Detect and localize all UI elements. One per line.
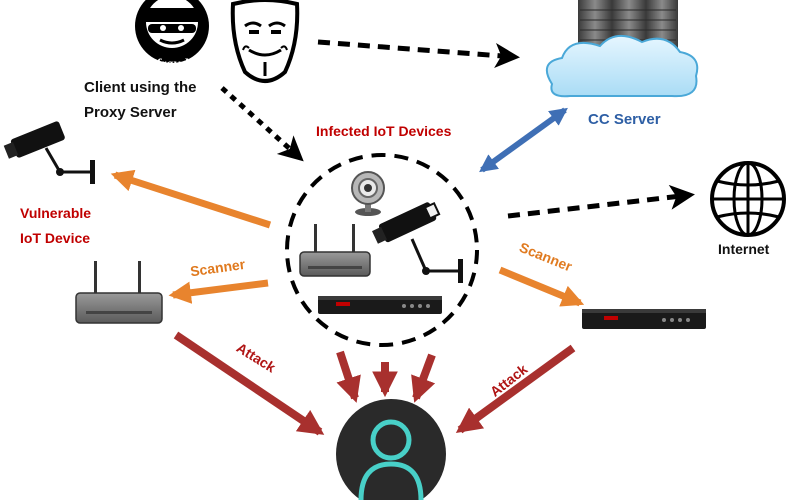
attack-left-label: Attack (234, 339, 279, 375)
arrow-infected-to-internet (507, 184, 695, 219)
vulnerable-camera-icon (3, 121, 95, 184)
arrow-proxy-to-cc (317, 39, 520, 68)
vulnerable-label-line1: Vulnerable (20, 205, 91, 221)
scanner-left-label: Scanner (189, 256, 246, 280)
arrow-scan-to-camera (110, 169, 272, 229)
webcam-icon (351, 171, 385, 216)
infected-devices-label: Infected IoT Devices (316, 123, 452, 139)
infected-devices-circle (285, 153, 479, 347)
arrow-scan-to-dvr (498, 266, 585, 307)
arrow-cc-infected (479, 107, 568, 173)
infected-router-icon (299, 224, 371, 277)
globe-icon (710, 161, 786, 237)
arrow-attack-left (173, 331, 325, 436)
vulnerable-label-line2: IoT Device (20, 230, 90, 246)
vulnerable-dvr-icon (582, 309, 706, 329)
guy-fawkes-mask-icon (230, 0, 300, 83)
infected-dvr-icon (318, 296, 442, 314)
vulnerable-router-icon (75, 261, 163, 324)
cc-server-label: CC Server (588, 111, 661, 128)
client-label-line2: Proxy Server (84, 104, 177, 121)
scanner-right-label: Scanner (517, 239, 575, 275)
user-icon (336, 399, 446, 500)
internet-label: Internet (718, 241, 770, 257)
arrow-scan-to-router (168, 279, 269, 304)
arrow-attack-right (455, 344, 576, 434)
arrow-attack-center-3 (411, 353, 436, 403)
server-cloud-icon (545, 0, 699, 98)
client-label-line1: Client using the (84, 79, 197, 96)
arrow-attack-center-1 (336, 350, 361, 403)
fraud-label: fraud (156, 57, 189, 72)
hacker-mask-icon (135, 0, 209, 63)
infected-camera-icon (372, 201, 463, 283)
arrow-proxy-to-infected (220, 86, 304, 162)
